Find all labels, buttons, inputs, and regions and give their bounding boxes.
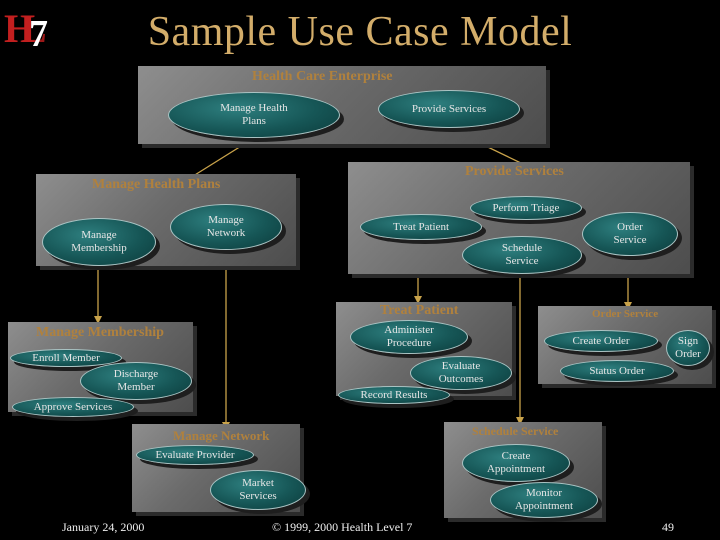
- oval-sign-order[interactable]: Sign Order: [666, 330, 710, 366]
- oval-order-service[interactable]: Order Service: [582, 212, 678, 256]
- treat-patient-panel-title: Treat Patient: [380, 303, 459, 318]
- oval-discharge-member[interactable]: Discharge Member: [80, 362, 192, 400]
- svg-text:H: H: [4, 6, 35, 51]
- footer-date: January 24, 2000: [62, 520, 145, 534]
- oval-evaluate-outcomes[interactable]: Evaluate Outcomes: [410, 356, 512, 390]
- oval-status-order[interactable]: Status Order: [560, 360, 674, 382]
- network-panel-title: Manage Network: [173, 428, 270, 443]
- oval-record-results[interactable]: Record Results: [338, 386, 450, 404]
- schedule-panel-title: Schedule Service: [472, 424, 559, 438]
- order-service-panel-title: Order Service: [592, 308, 659, 320]
- oval-enroll-member[interactable]: Enroll Member: [10, 349, 122, 367]
- footer-copyright: © 1999, 2000 Health Level 7: [272, 520, 413, 534]
- provide-services-panel-title: Provide Services: [465, 164, 564, 179]
- oval-administer-procedure[interactable]: Administer Procedure: [350, 320, 468, 354]
- oval-manage-health-plans[interactable]: Manage Health Plans: [168, 92, 340, 138]
- oval-schedule-service[interactable]: Schedule Service: [462, 236, 582, 274]
- oval-approve-services[interactable]: Approve Services: [12, 397, 134, 417]
- svg-text:L: L: [20, 6, 47, 51]
- oval-create-order[interactable]: Create Order: [544, 330, 658, 352]
- oval-market-services[interactable]: Market Services: [210, 470, 306, 510]
- membership-panel-title: Manage Membership: [36, 325, 164, 340]
- oval-create-appointment[interactable]: Create Appointment: [462, 444, 570, 482]
- health-plans-panel-title: Manage Health Plans: [92, 177, 221, 192]
- oval-manage-membership[interactable]: Manage Membership: [42, 218, 156, 266]
- oval-provide-services[interactable]: Provide Services: [378, 90, 520, 128]
- oval-monitor-appointment[interactable]: Monitor Appointment: [490, 482, 598, 518]
- hl7-logo: H L 7: [2, 2, 54, 54]
- oval-evaluate-provider[interactable]: Evaluate Provider: [136, 445, 254, 465]
- svg-text:7: 7: [29, 13, 48, 54]
- oval-perform-triage[interactable]: Perform Triage: [470, 196, 582, 220]
- oval-manage-network[interactable]: Manage Network: [170, 204, 282, 250]
- enterprise-panel-title: Health Care Enterprise: [252, 69, 393, 84]
- footer-page-number: 49: [662, 520, 674, 534]
- oval-treat-patient[interactable]: Treat Patient: [360, 214, 482, 240]
- page-title: Sample Use Case Model: [147, 9, 573, 55]
